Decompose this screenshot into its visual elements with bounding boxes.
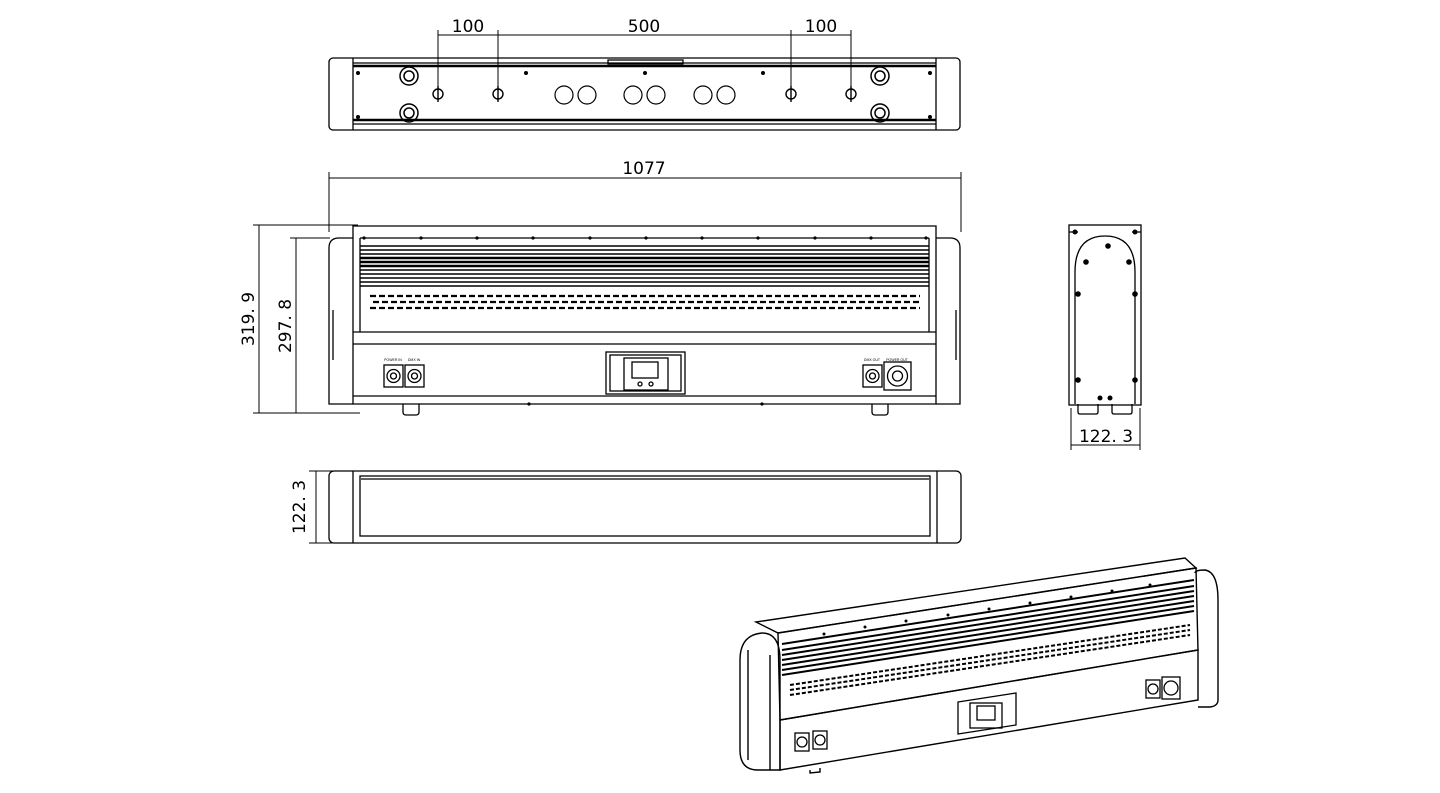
top-view-screws: [356, 71, 932, 119]
dim-center-spacing: 500: [628, 17, 660, 37]
front-connectors-right: DMX OUT POWER OUT: [862, 358, 912, 391]
dim-total-height: 319. 9: [239, 292, 259, 346]
front-width-dimension: [328, 172, 962, 232]
bottom-view: 122. 3: [290, 470, 962, 544]
connector-label-dmx-out: DMX OUT: [864, 358, 881, 362]
dim-right-spacing: 100: [805, 17, 837, 37]
connector-label-dmx-in: DMX IN: [408, 358, 421, 362]
top-view: 100 500 100: [328, 17, 961, 131]
bottom-depth-dimension-lines: [309, 470, 340, 544]
isometric-view: [739, 557, 1219, 774]
top-view-dimension-lines: [437, 30, 852, 90]
iso-display-panel: [957, 692, 1017, 735]
bottom-view-body: [328, 470, 962, 544]
side-depth-dimension-lines: [1070, 408, 1141, 450]
front-view: 1077 319. 9 297. 8: [239, 159, 962, 416]
dim-bottom-depth: 122. 3: [290, 480, 310, 534]
connector-label-power-out: POWER OUT: [886, 358, 908, 362]
top-view-feet: [399, 66, 890, 123]
connector-label-power-in: POWER IN: [384, 358, 402, 362]
dim-body-height: 297. 8: [276, 299, 296, 353]
front-heatsink-fins: [360, 245, 929, 287]
iso-heatsink-fins: [781, 579, 1195, 676]
top-view-mounting-points: [432, 86, 857, 102]
front-vent-slots: [370, 294, 920, 310]
side-view-body: [1068, 224, 1142, 415]
front-top-screws: [362, 236, 928, 406]
side-view: 122. 3: [1068, 224, 1142, 450]
dim-left-spacing: 100: [452, 17, 484, 37]
iso-connectors: [794, 676, 1181, 752]
top-view-body: [328, 57, 961, 131]
dim-width: 1077: [622, 159, 665, 179]
front-display-panel: [605, 351, 686, 395]
front-connectors-left: POWER IN DMX IN: [383, 358, 425, 388]
iso-outline: [739, 557, 1219, 774]
iso-vent-slots: [789, 624, 1191, 696]
front-height-dimensions: [253, 224, 360, 414]
top-view-holes: [554, 85, 736, 105]
iso-screws: [822, 583, 1152, 636]
dim-side-depth: 122. 3: [1079, 427, 1133, 447]
side-view-screws: [1072, 229, 1138, 401]
